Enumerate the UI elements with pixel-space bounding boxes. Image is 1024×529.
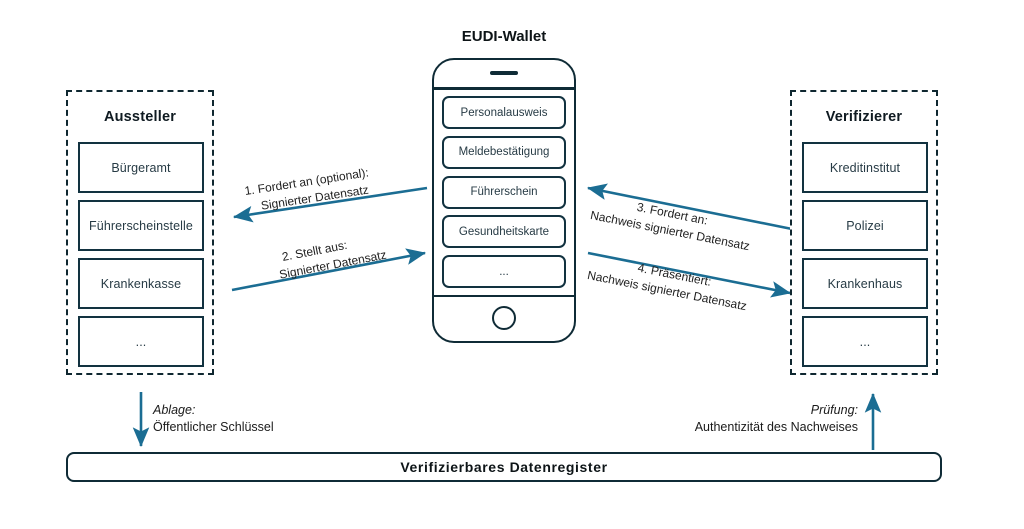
credential-fuehrerschein[interactable]: Führerschein bbox=[442, 175, 566, 209]
registry-right-label: Prüfung: Authentizität des Nachweises bbox=[600, 402, 858, 436]
registry-left-line1: Ablage: bbox=[153, 403, 196, 417]
issuer-item-buergeramt[interactable]: Bürgeramt bbox=[78, 142, 204, 193]
flow-4-arrow bbox=[587, 251, 792, 298]
issuer-panel-title: Aussteller bbox=[103, 109, 177, 125]
registry-left-label: Ablage: Öffentlicher Schlüssel bbox=[153, 402, 274, 436]
wallet-title: EUDI-Wallet bbox=[461, 28, 547, 45]
verifiable-data-registry-bar[interactable]: Verifizierbares Datenregister bbox=[66, 452, 942, 482]
flow-2-arrow bbox=[231, 248, 427, 292]
wallet-screen: Personalausweis Meldebestätigung Führers… bbox=[434, 90, 574, 294]
issuer-item-label: Krankenkasse bbox=[100, 276, 182, 291]
credential-label: Führerschein bbox=[470, 186, 538, 198]
credential-gesundheitskarte[interactable]: Gesundheitskarte bbox=[442, 215, 566, 249]
credential-label: Personalausweis bbox=[460, 106, 548, 119]
issuer-item-label: Führerscheinstelle bbox=[89, 218, 193, 233]
verifier-item-label: ... bbox=[859, 334, 871, 349]
issuer-item-fuehrerscheinstelle[interactable]: Führerscheinstelle bbox=[78, 200, 204, 251]
phone-speaker-icon bbox=[490, 71, 518, 75]
registry-left-line2: Öffentlicher Schlüssel bbox=[153, 419, 274, 434]
registry-label: Verifizierbares Datenregister bbox=[400, 459, 608, 475]
issuer-item-more[interactable]: ... bbox=[78, 316, 204, 367]
credential-personalausweis[interactable]: Personalausweis bbox=[442, 96, 566, 129]
issuer-item-label: Bürgeramt bbox=[111, 160, 171, 175]
verifier-item-label: Polizei bbox=[846, 218, 884, 233]
flow-3-arrow bbox=[586, 183, 793, 231]
verifier-item-polizei[interactable]: Polizei bbox=[802, 200, 928, 251]
verifier-item-kreditinstitut[interactable]: Kreditinstitut bbox=[802, 142, 928, 193]
issuer-item-krankenkasse[interactable]: Krankenkasse bbox=[78, 258, 204, 309]
credential-meldebestaetigung[interactable]: Meldebestätigung bbox=[442, 135, 566, 169]
verifier-item-label: Krankenhaus bbox=[827, 276, 903, 291]
phone-bottom-divider bbox=[434, 294, 574, 297]
verifier-panel: Verifizierer Kreditinstitut Polizei Kran… bbox=[790, 90, 938, 375]
registry-right-line2: Authentizität des Nachweises bbox=[694, 419, 858, 434]
verifier-item-more[interactable]: ... bbox=[802, 316, 928, 367]
phone-home-button-icon[interactable] bbox=[492, 306, 516, 330]
flow-1-arrow bbox=[232, 186, 428, 223]
credential-label: Gesundheitskarte bbox=[458, 225, 550, 238]
issuer-item-label: ... bbox=[135, 334, 147, 349]
verifier-panel-title: Verifizierer bbox=[825, 109, 903, 125]
issuer-panel: Aussteller Bürgeramt Führerscheinstelle … bbox=[66, 90, 214, 375]
verifier-item-krankenhaus[interactable]: Krankenhaus bbox=[802, 258, 928, 309]
registry-right-line1: Prüfung: bbox=[810, 403, 858, 417]
verifier-item-label: Kreditinstitut bbox=[829, 160, 901, 175]
credential-label: ... bbox=[499, 265, 509, 278]
eudi-wallet-phone: Personalausweis Meldebestätigung Führers… bbox=[432, 58, 576, 343]
credential-more[interactable]: ... bbox=[442, 255, 566, 288]
phone-top-divider bbox=[434, 87, 574, 90]
credential-label: Meldebestätigung bbox=[458, 146, 550, 159]
